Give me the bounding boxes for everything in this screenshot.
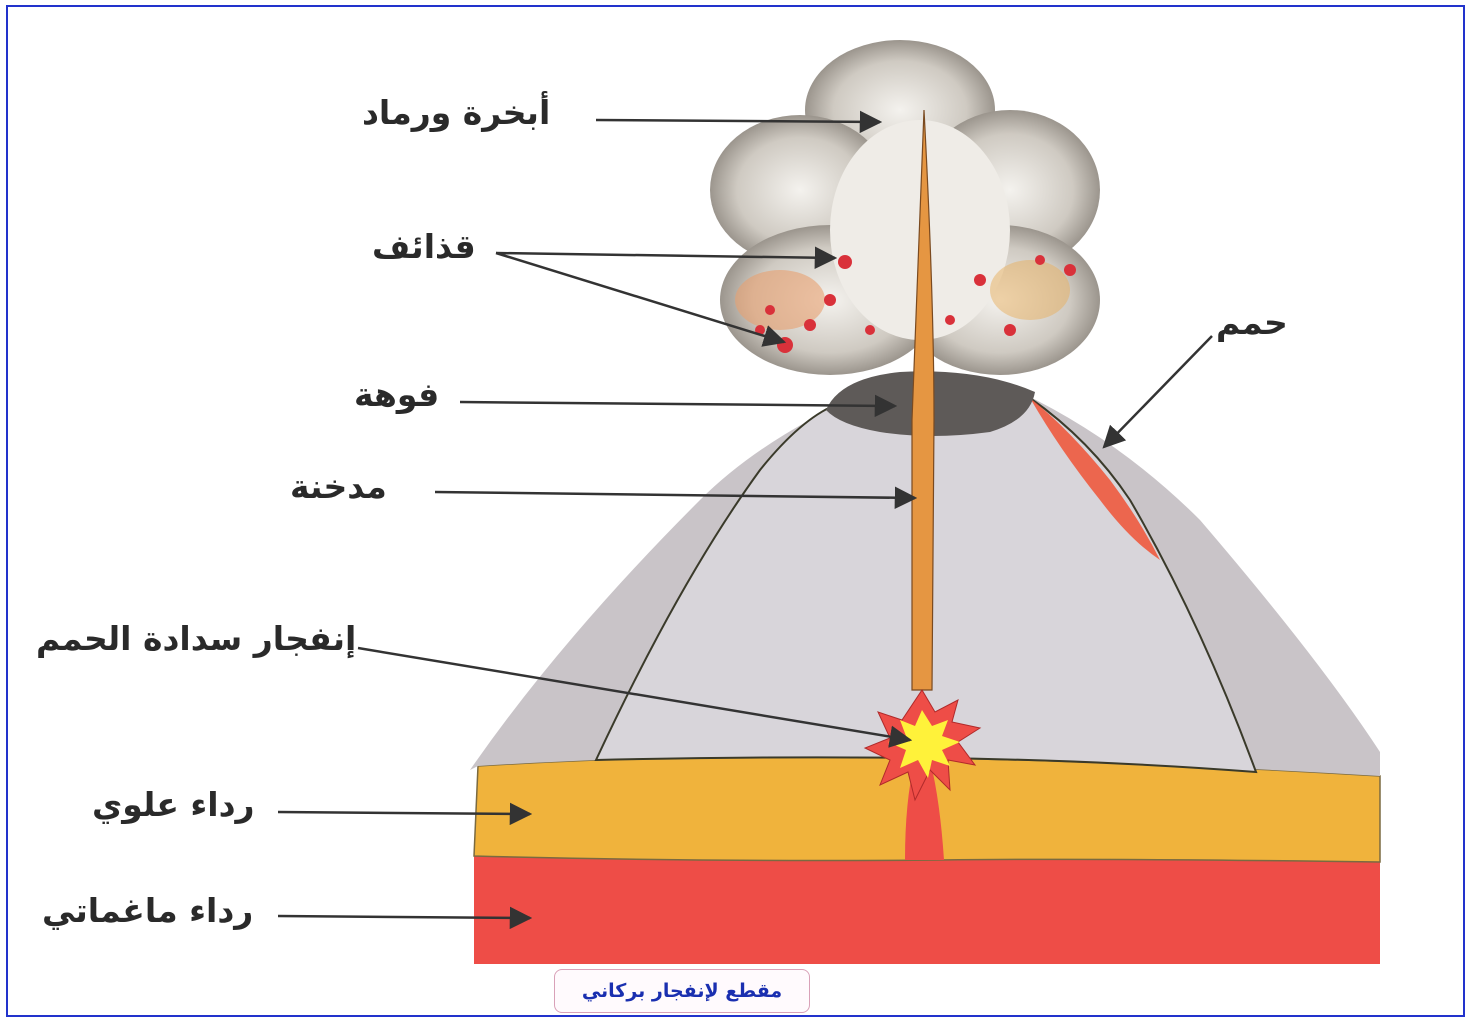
eruption-cloud — [710, 40, 1100, 375]
label-chimney: مدخنة — [290, 470, 387, 503]
label-crater: فوهة — [354, 378, 439, 411]
label-lava: حمم — [1216, 306, 1288, 339]
magmatic-mantle-layer — [474, 852, 1380, 964]
diagram-caption: مقطع لإنفجار بركاني — [554, 969, 810, 1013]
label-upper-mantle: رداء علوي — [92, 788, 255, 821]
label-projectiles: قذائف — [372, 230, 476, 263]
label-magmatic-mantle: رداء ماغماتي — [42, 894, 253, 927]
label-vapor-ash: أبخرة ورماد — [362, 96, 550, 129]
leader-lava — [1104, 336, 1212, 447]
label-lava-plug-explosion: إنفجار سدادة الحمم — [36, 622, 356, 655]
